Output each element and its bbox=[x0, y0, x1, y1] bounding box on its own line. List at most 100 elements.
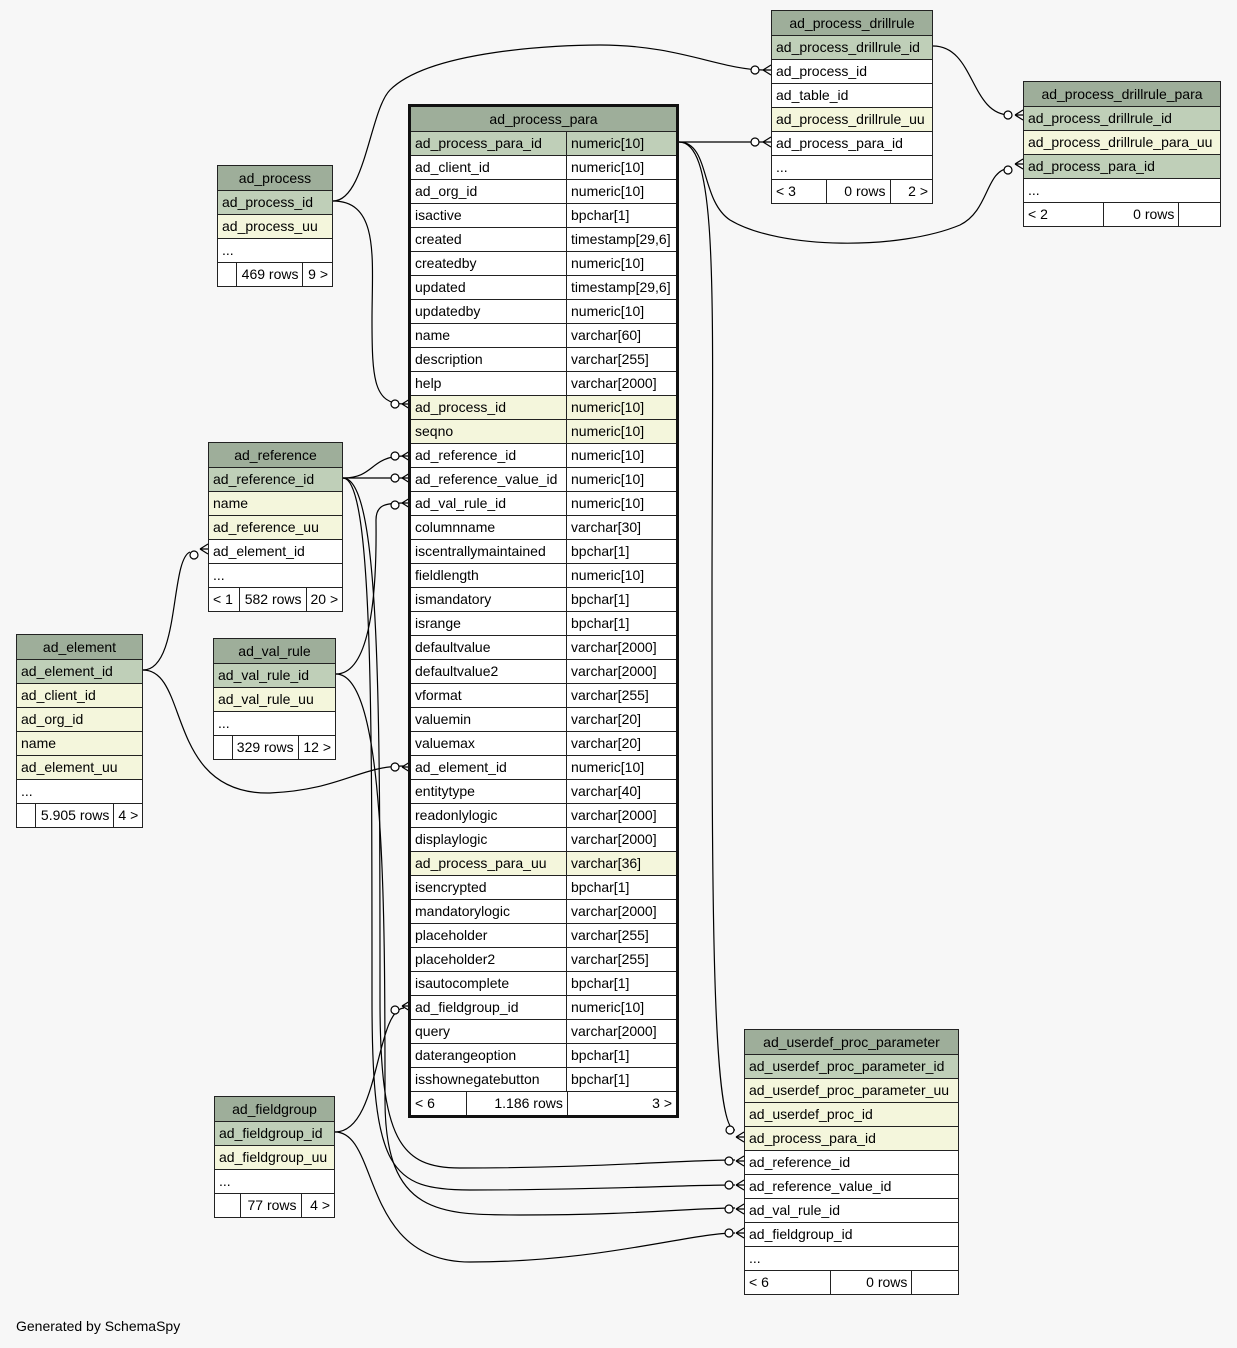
children-count[interactable]: 4 > bbox=[300, 1194, 334, 1217]
column-ad-element-id[interactable]: ad_element_id bbox=[17, 660, 142, 684]
column-name[interactable]: name bbox=[209, 492, 342, 516]
parents-count[interactable]: < 2 bbox=[1028, 206, 1048, 222]
more-columns-row[interactable]: ... bbox=[17, 780, 142, 804]
column-ad-org-id[interactable]: ad_org_id bbox=[17, 708, 142, 732]
column-ad-process-drillrule-para-uu[interactable]: ad_process_drillrule_para_uu bbox=[1024, 131, 1220, 155]
column-ad-reference-id[interactable]: ad_reference_id bbox=[745, 1151, 958, 1175]
column-ad-process-id[interactable]: ad_process_id bbox=[772, 60, 932, 84]
column-ad-table-id[interactable]: ad_table_id bbox=[772, 84, 932, 108]
more-columns-row[interactable]: ... bbox=[209, 564, 342, 588]
column-ad-process-drillrule-uu[interactable]: ad_process_drillrule_uu bbox=[772, 108, 932, 132]
column-ad-process-id[interactable]: ad_process_id bbox=[218, 191, 332, 215]
column-ad-userdef-proc-id[interactable]: ad_userdef_proc_id bbox=[745, 1103, 958, 1127]
column-ad-val-rule-uu[interactable]: ad_val_rule_uu bbox=[214, 688, 335, 712]
children-count[interactable]: 20 > bbox=[305, 588, 342, 611]
more-columns-row[interactable]: ... bbox=[218, 239, 332, 263]
column-ad-process-drillrule-id[interactable]: ad_process_drillrule_id bbox=[772, 36, 932, 60]
children-count[interactable]: 9 > bbox=[302, 263, 332, 286]
more-columns-row[interactable]: ... bbox=[772, 156, 932, 180]
children-count[interactable]: 3 > bbox=[566, 1092, 676, 1115]
column-ad-element-uu[interactable]: ad_element_uu bbox=[17, 756, 142, 780]
column-ad-reference-value-id[interactable]: ad_reference_value_id bbox=[745, 1175, 958, 1199]
children-count[interactable] bbox=[1178, 203, 1220, 226]
column-ad-process-para-id[interactable]: ad_process_para_id bbox=[1024, 155, 1220, 179]
parents-count[interactable]: < 1 bbox=[213, 591, 233, 607]
children-count[interactable]: 12 > bbox=[297, 736, 335, 759]
children-count[interactable]: 2 > bbox=[889, 180, 933, 203]
children-count[interactable] bbox=[911, 1271, 958, 1294]
column-ad-val-rule-id[interactable]: ad_val_rule_id bbox=[214, 664, 335, 688]
more-columns-row[interactable]: ... bbox=[215, 1170, 334, 1194]
column-ad-fieldgroup-id[interactable]: ad_fieldgroup_id bbox=[215, 1122, 334, 1146]
column-ad-process-para-id[interactable]: ad_process_para_id bbox=[745, 1127, 958, 1151]
column-ad-client-id[interactable]: ad_client_id bbox=[17, 684, 142, 708]
parents-count[interactable] bbox=[215, 1194, 240, 1217]
column-name[interactable]: name bbox=[17, 732, 142, 756]
column-ad-fieldgroup-id[interactable]: ad_fieldgroup_id bbox=[745, 1223, 958, 1247]
column-ad-fieldgroup-uu[interactable]: ad_fieldgroup_uu bbox=[215, 1146, 334, 1170]
column-ad-process-drillrule-id[interactable]: ad_process_drillrule_id bbox=[1024, 107, 1220, 131]
more-columns-row[interactable]: ... bbox=[1024, 179, 1220, 203]
column-ad-reference-id[interactable]: ad_reference_id bbox=[209, 468, 342, 492]
column-ad-userdef-proc-parameter-uu[interactable]: ad_userdef_proc_parameter_uu bbox=[745, 1079, 958, 1103]
more-columns-row[interactable]: ... bbox=[745, 1247, 958, 1271]
children-count[interactable]: 4 > bbox=[113, 804, 142, 827]
parents-count[interactable] bbox=[218, 263, 236, 286]
column-ad-val-rule-id[interactable]: ad_val_rule_id bbox=[745, 1199, 958, 1223]
column-ad-process-uu[interactable]: ad_process_uu bbox=[218, 215, 332, 239]
column-ad-process-para-id[interactable]: ad_process_para_id bbox=[772, 132, 932, 156]
parents-count[interactable] bbox=[17, 804, 35, 827]
column-ad-reference-uu[interactable]: ad_reference_uu bbox=[209, 516, 342, 540]
parents-count[interactable]: < 3 bbox=[776, 183, 796, 199]
parents-count[interactable]: < 6 bbox=[749, 1274, 769, 1290]
column-ad-userdef-proc-parameter-id[interactable]: ad_userdef_proc_parameter_id bbox=[745, 1055, 958, 1079]
parents-count[interactable] bbox=[214, 736, 232, 759]
more-columns-row[interactable]: ... bbox=[214, 712, 335, 736]
